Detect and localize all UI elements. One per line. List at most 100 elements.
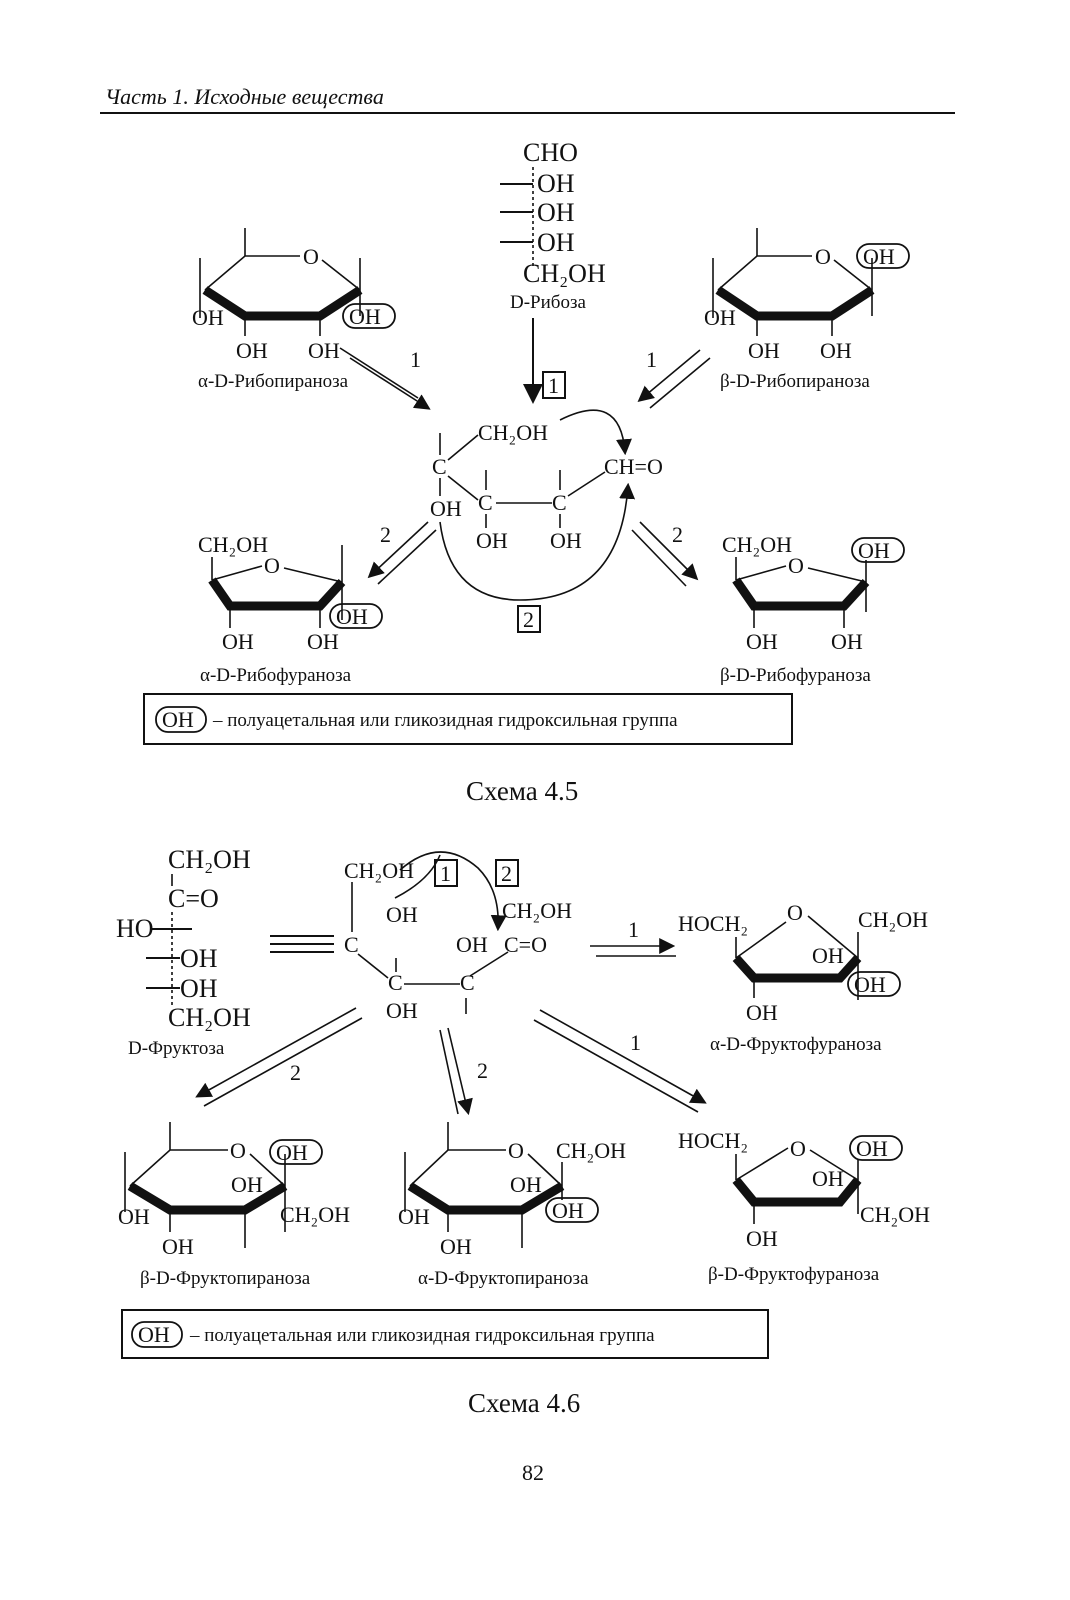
svg-text:OH: OH — [307, 629, 339, 654]
alpha-fructofuranose-label: α-D-Фруктофураноза — [710, 1034, 882, 1055]
svg-text:O: O — [815, 244, 831, 269]
svg-text:OH: OH — [831, 629, 863, 654]
running-title: Часть 1. Исходные вещества — [105, 84, 384, 109]
svg-text:OH: OH — [746, 1000, 778, 1025]
ribose-name: D-Рибоза — [510, 292, 586, 313]
svg-text:1: 1 — [440, 861, 451, 886]
svg-text:OH: OH — [820, 338, 852, 363]
svg-text:OH: OH — [854, 972, 886, 997]
svg-text:OH: OH — [180, 944, 218, 973]
svg-text:CH₂OH: CH₂OH — [168, 845, 251, 874]
svg-text:OH: OH — [162, 1234, 194, 1259]
equilibrium-1-fructose-right: 1 — [590, 917, 676, 957]
fructose-name: D-Фруктоза — [128, 1038, 225, 1059]
beta-d-ribopyranose: O OH OH OH OH β-D-Рибопираноза — [704, 228, 910, 392]
svg-text:OH: OH — [440, 1234, 472, 1259]
legend-box-4-5: OH – полуацетальная или гликозидная гидр… — [143, 693, 793, 745]
svg-text:CH₂OH: CH₂OH — [858, 907, 928, 932]
scheme-4-6: CH₂OH C=O HO OH OH CH₂OH D-Фруктоза CH₂O… — [116, 845, 930, 1418]
svg-text:OH: OH — [510, 1172, 542, 1197]
svg-text:2: 2 — [290, 1060, 301, 1085]
svg-text:1: 1 — [548, 373, 559, 398]
svg-text:CH₂OH: CH₂OH — [280, 1202, 350, 1227]
svg-text:1: 1 — [630, 1030, 641, 1055]
caption-4-6: Схема 4.6 — [468, 1388, 580, 1418]
svg-text:O: O — [790, 1136, 806, 1161]
equilibrium-1-right: 1 — [637, 347, 711, 409]
svg-text:CH₂OH: CH₂OH — [722, 532, 792, 557]
svg-text:2: 2 — [523, 607, 534, 632]
svg-text:OH: OH — [856, 1136, 888, 1161]
beta-fructopyranose-label: β-D-Фруктопираноза — [140, 1268, 311, 1289]
svg-text:OH: OH — [476, 528, 508, 553]
alpha-ribofuranose-label: α-D-Рибофураноза — [200, 665, 352, 686]
svg-text:CH₂OH: CH₂OH — [556, 1138, 626, 1163]
svg-text:– полуацетальная или гликозидн: – полуацетальная или гликозидная гидрокс… — [212, 710, 678, 731]
svg-text:OH: OH — [386, 998, 418, 1023]
svg-text:CH₂OH: CH₂OH — [523, 259, 606, 288]
svg-text:1: 1 — [628, 917, 639, 942]
svg-text:OH: OH — [863, 244, 895, 269]
svg-text:OH: OH — [812, 1166, 844, 1191]
alpha-d-ribopyranose: O OH OH OH OH α-D-Рибопираноза — [192, 228, 396, 392]
alpha-ribopyranose-label: α-D-Рибопираноза — [198, 371, 349, 392]
alpha-d-ribofuranose: CH₂OH O OH OH OH α-D-Рибофураноза — [198, 532, 383, 686]
svg-text:OH: OH — [456, 932, 488, 957]
svg-text:C=O: C=O — [168, 884, 219, 913]
svg-text:2: 2 — [380, 522, 391, 547]
beta-fructofuranose-label: β-D-Фруктофураноза — [708, 1264, 880, 1285]
alpha-fructopyranose-label: α-D-Фруктопираноза — [418, 1268, 589, 1289]
svg-text:C: C — [432, 454, 447, 479]
svg-text:OH: OH — [746, 1226, 778, 1251]
svg-text:OH: OH — [192, 305, 224, 330]
svg-text:CH₂OH: CH₂OH — [198, 532, 268, 557]
svg-text:CH=O: CH=O — [604, 454, 663, 479]
svg-text:OH: OH — [336, 604, 368, 629]
step-box-1 — [542, 371, 566, 399]
beta-ribofuranose-label: β-D-Рибофураноза — [720, 665, 871, 686]
svg-text:OH: OH — [812, 943, 844, 968]
svg-text:2: 2 — [501, 861, 512, 886]
svg-text:O: O — [508, 1138, 524, 1163]
svg-text:C: C — [344, 932, 359, 957]
page-number: 82 — [522, 1460, 544, 1485]
svg-text:HOCH₂: HOCH₂ — [678, 911, 748, 936]
legend-box-4-6: OH – полуацетальная или гликозидная гидр… — [121, 1309, 769, 1359]
svg-text:OH: OH — [398, 1204, 430, 1229]
svg-text:CH₂OH: CH₂OH — [344, 858, 414, 883]
svg-text:O: O — [303, 244, 319, 269]
svg-text:OH: OH — [748, 338, 780, 363]
equilibrium-2-fructose-left: 2 — [195, 1007, 363, 1107]
svg-text:HOCH₂: HOCH₂ — [678, 1128, 748, 1153]
fructose-fischer: CH₂OH C=O HO OH OH CH₂OH D-Фруктоза — [116, 845, 251, 1059]
svg-text:– полуацетальная или гликозидн: – полуацетальная или гликозидная гидрокс… — [189, 1325, 655, 1346]
svg-text:OH: OH — [349, 304, 381, 329]
scheme-4-5: CHO OH OH OH CH₂OH D-Рибоза 1 O OH — [143, 138, 910, 806]
beta-d-fructofuranose: HOCH₂ O OH OH OH CH₂OH β-D-Фруктофураноз… — [678, 1128, 930, 1285]
svg-text:C: C — [552, 490, 567, 515]
fructose-open-chain: CH₂OH 1 2 OH C C OH C OH C=O CH₂OH — [344, 851, 572, 1023]
svg-text:O: O — [788, 553, 804, 578]
svg-text:CH₂OH: CH₂OH — [860, 1202, 930, 1227]
svg-text:OH: OH — [552, 1198, 584, 1223]
alpha-d-fructopyranose: O CH₂OH OH OH OH OH α-D-Фруктопираноза — [398, 1122, 626, 1289]
caption-4-5: Схема 4.5 — [466, 776, 578, 806]
equilibrium-1-fructose-bottom: 1 — [533, 1009, 707, 1113]
svg-text:O: O — [787, 900, 803, 925]
equilibrium-2-fructose-center: 2 — [439, 1027, 488, 1116]
equilibrium-1-left: 1 — [339, 347, 431, 410]
svg-text:CH₂OH: CH₂OH — [502, 898, 572, 923]
svg-text:HO: HO — [116, 914, 154, 943]
svg-text:C: C — [478, 490, 493, 515]
svg-text:OH: OH — [236, 338, 268, 363]
beta-d-ribofuranose: CH₂OH O OH OH OH β-D-Рибофураноза — [720, 532, 905, 686]
equilibrium-2-right: 2 — [631, 521, 699, 587]
svg-text:OH: OH — [537, 198, 575, 227]
svg-text:OH: OH — [550, 528, 582, 553]
svg-text:C=O: C=O — [504, 932, 547, 957]
svg-text:CHO: CHO — [523, 138, 578, 167]
svg-text:OH: OH — [858, 538, 890, 563]
svg-text:OH: OH — [138, 1322, 170, 1347]
ribose-open-chain: CH₂OH C OH C OH C OH CH=O 2 — [430, 409, 663, 633]
svg-text:OH: OH — [222, 629, 254, 654]
